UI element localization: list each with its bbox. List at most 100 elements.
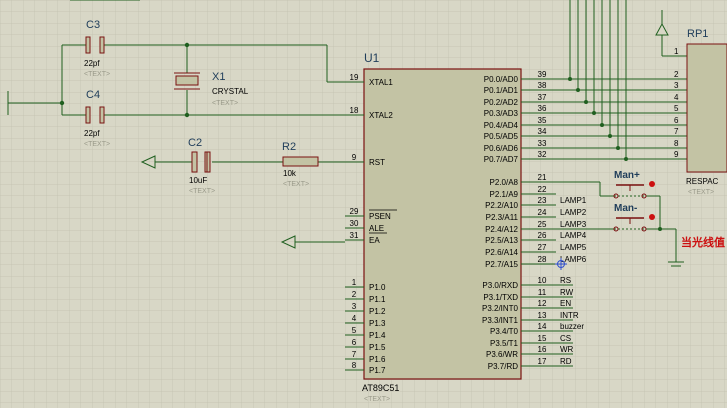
chip-pin-number: 37 (538, 93, 547, 102)
chip-pin-number: 29 (350, 207, 359, 216)
rp1-pin-number: 2 (674, 70, 679, 79)
ground-arrow-reset-icon (140, 155, 156, 169)
chip-pin-left[interactable]: 2P1.1 (345, 290, 386, 304)
rp1-pin-number: 6 (674, 116, 679, 125)
chip-pin-left[interactable]: 4P1.3 (345, 314, 386, 328)
capacitor-c2[interactable]: C2 10uF <TEXT> (188, 137, 215, 195)
r2-text: <TEXT> (283, 181, 309, 188)
crystal-x1[interactable]: X1 CRYSTAL <TEXT> (174, 71, 249, 107)
chip-pin-number: 18 (350, 106, 359, 115)
c2-ref: C2 (188, 137, 202, 149)
capacitor-c3[interactable]: C3 22pf <TEXT> (84, 19, 110, 78)
chip-pin-number: 15 (538, 334, 547, 343)
chip-u1[interactable]: U1 AT89C51 <TEXT> 19XTAL118XTAL29RST29PS… (345, 51, 556, 403)
capacitor-c4[interactable]: C4 22pf <TEXT> (84, 89, 110, 148)
chip-pin-number: 6 (352, 338, 357, 347)
rp1-pin-number: 8 (674, 139, 679, 148)
chip-pin-number: 16 (538, 345, 547, 354)
lamp-net-label: LAMP3 (560, 220, 587, 229)
chip-pin-number: 2 (352, 290, 357, 299)
chip-pin-name: P1.4 (369, 331, 386, 340)
chip-pin-name: P3.5/T1 (490, 339, 519, 348)
chinese-annotation: 当光线值 (681, 235, 725, 249)
chip-pin-left[interactable]: 5P1.4 (345, 326, 386, 340)
man-minus-label: Man- (614, 203, 637, 214)
chip-pin-number: 24 (538, 208, 547, 217)
button-man-plus[interactable]: Man+ (613, 170, 655, 199)
lamp-net-label: LAMP2 (560, 208, 587, 217)
chip-pin-name: P1.3 (369, 319, 386, 328)
button-man-minus[interactable]: Man- (613, 203, 655, 232)
c3-value: 22pf (84, 59, 100, 68)
man-plus-indicator-icon (649, 181, 655, 187)
r2-ref: R2 (282, 141, 296, 153)
chip-pin-number: 21 (538, 173, 547, 182)
chip-pin-name: XTAL1 (369, 78, 393, 87)
chip-pin-name: P0.4/AD4 (484, 121, 519, 130)
chip-pin-number: 13 (538, 311, 547, 320)
c3-text: <TEXT> (84, 71, 110, 78)
chip-pin-name: P2.5/A13 (485, 236, 518, 245)
chip-part: AT89C51 (362, 383, 399, 393)
p3-net-label: RW (560, 288, 574, 297)
chip-pin-left[interactable]: 3P1.2 (345, 302, 386, 316)
chip-pin-left[interactable]: 8P1.7 (345, 361, 386, 375)
chip-pin-name: P0.5/AD5 (484, 132, 519, 141)
chip-pin-number: 36 (538, 104, 547, 113)
chip-pin-name: RST (369, 158, 385, 167)
chip-pin-number: 19 (350, 73, 359, 82)
chip-pin-number: 3 (352, 302, 357, 311)
rp1-pin-number: 4 (674, 93, 679, 102)
chip-pin-left[interactable]: 6P1.5 (345, 338, 386, 352)
chip-pin-number: 26 (538, 231, 547, 240)
chip-pin-name: P2.7/A15 (485, 260, 518, 269)
chip-pin-left[interactable]: 1P1.0 (345, 278, 386, 292)
chip-pin-left[interactable]: 7P1.6 (345, 350, 386, 364)
c2-text: <TEXT> (189, 188, 215, 195)
chip-pin-name: P1.7 (369, 366, 386, 375)
lamp-net-label: LAMP5 (560, 243, 587, 252)
chip-pin-name: P3.0/RXD (482, 281, 518, 290)
p3-net-label: EN (560, 299, 571, 308)
chip-pin-name: ALE (369, 224, 384, 233)
chip-text: <TEXT> (364, 396, 390, 403)
chip-pin-number: 38 (538, 81, 547, 90)
chip-pin-name: P2.4/A12 (485, 225, 518, 234)
crosshair-cursor-icon (555, 258, 567, 270)
x1-ref: X1 (212, 71, 225, 83)
resistor-r2[interactable]: R2 10k <TEXT> (282, 141, 319, 188)
